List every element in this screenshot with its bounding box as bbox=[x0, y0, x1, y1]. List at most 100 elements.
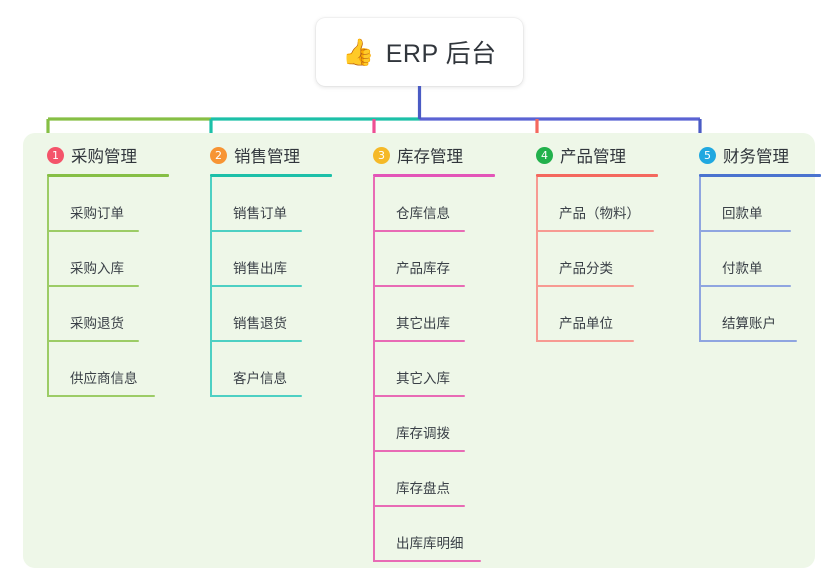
column-spine-2 bbox=[210, 177, 212, 397]
column-items-1: 采购订单采购入库采购退货供应商信息 bbox=[47, 177, 198, 397]
menu-item[interactable]: 产品分类 bbox=[536, 232, 687, 287]
menu-item-label: 采购退货 bbox=[70, 316, 124, 331]
column-title-3: 库存管理 bbox=[397, 148, 463, 166]
menu-item[interactable]: 产品库存 bbox=[373, 232, 524, 287]
column-3: 3 库存管理仓库信息产品库存其它出库其它入库库存调拨库存盘点出库库明细 bbox=[361, 133, 524, 562]
root-node-title: ERP 后台 bbox=[385, 40, 497, 68]
column-2: 2 销售管理销售订单销售出库销售退货客户信息 bbox=[198, 133, 361, 397]
menu-item[interactable]: 付款单 bbox=[699, 232, 839, 287]
menu-item-label: 客户信息 bbox=[233, 371, 287, 386]
column-title-1: 采购管理 bbox=[71, 148, 137, 166]
column-title-4: 产品管理 bbox=[560, 148, 626, 166]
menu-item-label: 产品分类 bbox=[559, 261, 613, 276]
menu-item[interactable]: 销售出库 bbox=[210, 232, 361, 287]
menu-item[interactable]: 仓库信息 bbox=[373, 177, 524, 232]
menu-item-underline bbox=[373, 560, 481, 562]
column-badge-2: 2 bbox=[210, 146, 227, 164]
menu-item-underline bbox=[373, 230, 465, 232]
menu-item-underline bbox=[536, 230, 654, 232]
menu-item-label: 仓库信息 bbox=[396, 206, 450, 221]
menu-item[interactable]: 产品（物料） bbox=[536, 177, 687, 232]
menu-item-label: 其它出库 bbox=[396, 316, 450, 331]
column-underline-1 bbox=[47, 174, 169, 177]
column-spine-5 bbox=[699, 177, 701, 342]
column-title-5: 财务管理 bbox=[723, 148, 789, 166]
menu-item[interactable]: 采购退货 bbox=[47, 287, 198, 342]
menu-item-label: 其它入库 bbox=[396, 371, 450, 386]
menu-item[interactable]: 回款单 bbox=[699, 177, 839, 232]
menu-item-label: 销售订单 bbox=[233, 206, 287, 221]
column-badge-4: 4 bbox=[536, 146, 553, 164]
sitemap-panel bbox=[23, 133, 815, 568]
menu-item-underline bbox=[210, 285, 302, 287]
column-items-3: 仓库信息产品库存其它出库其它入库库存调拨库存盘点出库库明细 bbox=[373, 177, 524, 562]
column-underline-4 bbox=[536, 174, 658, 177]
column-spine-3 bbox=[373, 177, 375, 562]
column-badge-5: 5 bbox=[699, 146, 716, 164]
menu-item-underline bbox=[699, 285, 791, 287]
menu-item-underline bbox=[210, 395, 302, 397]
menu-item-label: 出库库明细 bbox=[396, 536, 464, 551]
column-underline-5 bbox=[699, 174, 821, 177]
menu-item-label: 库存调拨 bbox=[396, 426, 450, 441]
column-header-4[interactable]: 4 产品管理 bbox=[524, 133, 687, 177]
menu-item-underline bbox=[536, 285, 634, 287]
menu-item[interactable]: 结算账户 bbox=[699, 287, 839, 342]
column-badge-3: 3 bbox=[373, 146, 390, 164]
column-header-2[interactable]: 2 销售管理 bbox=[198, 133, 361, 177]
column-underline-2 bbox=[210, 174, 332, 177]
menu-item-underline bbox=[536, 340, 634, 342]
menu-item-underline bbox=[373, 505, 465, 507]
column-5: 5 财务管理回款单付款单结算账户 bbox=[687, 133, 839, 342]
column-4: 4 产品管理产品（物料） 产品分类产品单位 bbox=[524, 133, 687, 342]
menu-item-underline bbox=[699, 230, 791, 232]
menu-item[interactable]: 库存调拨 bbox=[373, 397, 524, 452]
menu-item-label: 采购订单 bbox=[70, 206, 124, 221]
menu-item-underline bbox=[373, 450, 465, 452]
menu-item[interactable]: 采购订单 bbox=[47, 177, 198, 232]
menu-item-label: 结算账户 bbox=[722, 316, 776, 331]
menu-item-label: 库存盘点 bbox=[396, 481, 450, 496]
column-items-2: 销售订单销售出库销售退货客户信息 bbox=[210, 177, 361, 397]
column-underline-3 bbox=[373, 174, 495, 177]
menu-item[interactable]: 销售订单 bbox=[210, 177, 361, 232]
menu-item-label: 回款单 bbox=[722, 206, 763, 221]
menu-item-underline bbox=[210, 230, 302, 232]
menu-item-label: 销售出库 bbox=[233, 261, 287, 276]
column-items-5: 回款单付款单结算账户 bbox=[699, 177, 839, 342]
column-items-4: 产品（物料） 产品分类产品单位 bbox=[536, 177, 687, 342]
menu-item[interactable]: 供应商信息 bbox=[47, 342, 198, 397]
menu-item[interactable]: 库存盘点 bbox=[373, 452, 524, 507]
menu-item-underline bbox=[47, 395, 155, 397]
menu-item-label: 产品库存 bbox=[396, 261, 450, 276]
column-header-5[interactable]: 5 财务管理 bbox=[687, 133, 839, 177]
menu-item-underline bbox=[47, 230, 139, 232]
menu-item[interactable]: 其它出库 bbox=[373, 287, 524, 342]
menu-item[interactable]: 出库库明细 bbox=[373, 507, 524, 562]
menu-item[interactable]: 产品单位 bbox=[536, 287, 687, 342]
menu-item-label: 供应商信息 bbox=[70, 371, 138, 386]
menu-item-underline bbox=[373, 340, 465, 342]
menu-item-label: 产品单位 bbox=[559, 316, 613, 331]
menu-item[interactable]: 客户信息 bbox=[210, 342, 361, 397]
menu-item-underline bbox=[699, 340, 797, 342]
column-spine-1 bbox=[47, 177, 49, 397]
menu-item-label: 采购入库 bbox=[70, 261, 124, 276]
menu-item[interactable]: 采购入库 bbox=[47, 232, 198, 287]
menu-item-underline bbox=[210, 340, 302, 342]
column-header-3[interactable]: 3 库存管理 bbox=[361, 133, 524, 177]
menu-item[interactable]: 其它入库 bbox=[373, 342, 524, 397]
column-title-2: 销售管理 bbox=[234, 148, 300, 166]
menu-item-underline bbox=[373, 285, 465, 287]
root-node-erp-backend[interactable]: 👍 ERP 后台 bbox=[316, 18, 523, 86]
menu-item-underline bbox=[47, 285, 139, 287]
menu-item-label: 付款单 bbox=[722, 261, 763, 276]
thumbs-up-icon: 👍 bbox=[342, 37, 375, 67]
menu-item[interactable]: 销售退货 bbox=[210, 287, 361, 342]
menu-item-underline bbox=[373, 395, 465, 397]
menu-item-label: 销售退货 bbox=[233, 316, 287, 331]
